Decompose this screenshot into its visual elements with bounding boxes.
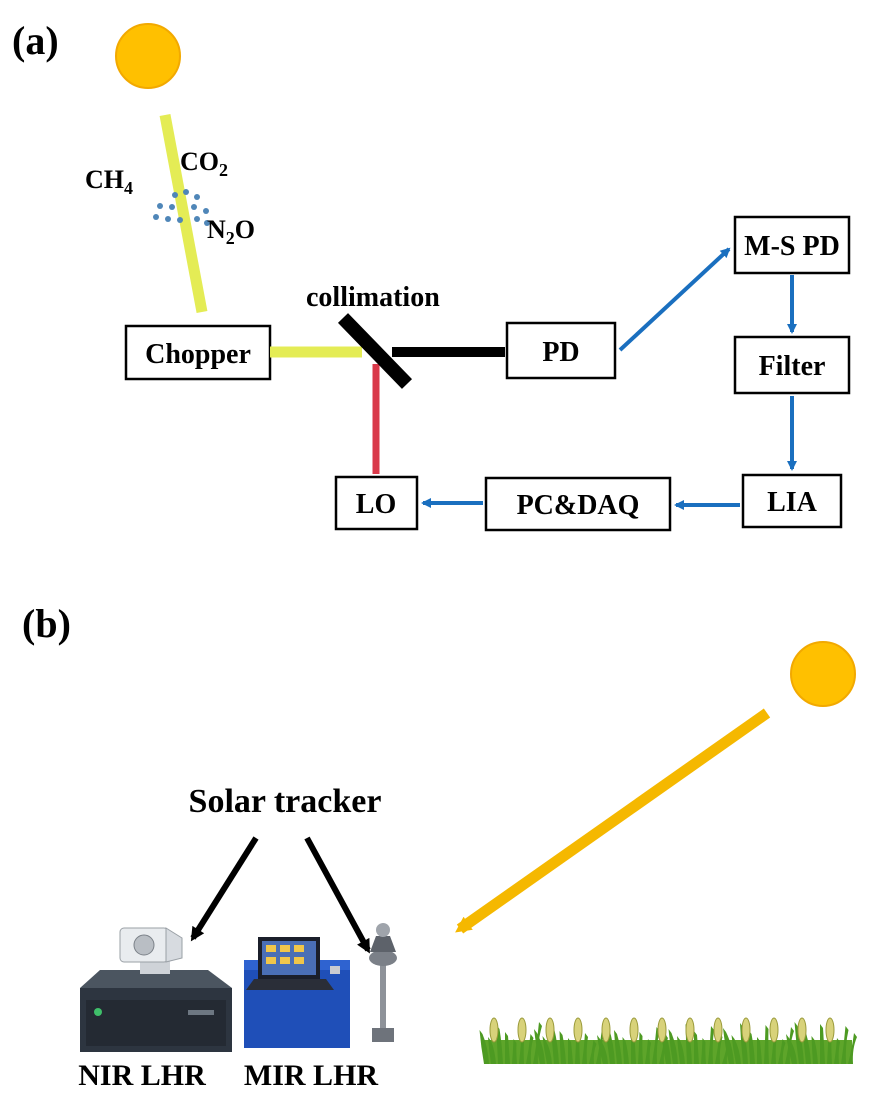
lia-box xyxy=(741,473,843,529)
mir-lhr-instrument-icon xyxy=(244,923,397,1048)
arrow-pd-to-mspd xyxy=(618,247,731,352)
lo-label: LO xyxy=(356,489,396,520)
chopper-box xyxy=(124,324,272,381)
co2-label: CO2 xyxy=(180,147,228,180)
arrow-to-mir xyxy=(304,836,371,954)
panel-b: (b) Solar tracker NIR LHR xyxy=(22,601,857,1092)
lo-box xyxy=(334,475,419,531)
collimation-label: collimation xyxy=(306,282,440,313)
panel-b-label: (b) xyxy=(22,601,71,646)
pc-daq-box xyxy=(484,476,672,532)
ms-pd-label: M-S PD xyxy=(744,231,840,262)
sun-icon xyxy=(115,23,181,89)
panel-a: (a) CH4 CO2 N2O Chopper collimation PD xyxy=(12,18,851,532)
n2o-label: N2O xyxy=(207,215,255,248)
chopper-label: Chopper xyxy=(145,339,251,370)
nir-lhr-label: NIR LHR xyxy=(78,1059,206,1092)
sunlight-arrow xyxy=(455,708,771,934)
gas-molecules xyxy=(153,189,210,226)
ch4-label: CH4 xyxy=(85,165,133,198)
nir-lhr-instrument-icon xyxy=(80,927,232,1052)
arrow-to-nir xyxy=(190,836,259,942)
filter-label: Filter xyxy=(759,351,826,382)
filter-box xyxy=(733,335,851,395)
pc-daq-label: PC&DAQ xyxy=(517,490,640,521)
ms-pd-box xyxy=(733,215,851,275)
panel-a-label: (a) xyxy=(12,18,59,63)
lia-label: LIA xyxy=(767,487,818,518)
pd-label: PD xyxy=(542,337,579,368)
mir-lhr-label: MIR LHR xyxy=(244,1059,379,1092)
solar-tracker-label: Solar tracker xyxy=(189,783,382,820)
incoming-beam xyxy=(159,113,208,314)
wheat-field-icon xyxy=(479,1017,857,1064)
sun-icon xyxy=(790,641,856,707)
collimation-mirror xyxy=(337,313,413,389)
pd-box xyxy=(505,321,617,380)
